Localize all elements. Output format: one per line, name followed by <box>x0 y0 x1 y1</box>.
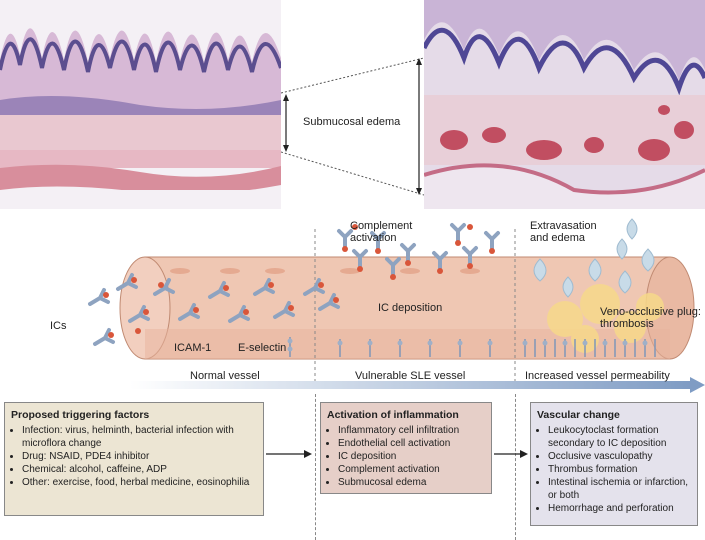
ic-deposition-label: IC deposition <box>378 302 443 314</box>
stage-increased-permeability: Increased vessel permeability <box>525 370 670 382</box>
stage-vulnerable-vessel: Vulnerable SLE vessel <box>355 370 466 382</box>
list-item: Hemorrhage and perforation <box>548 502 691 515</box>
list-item: Occlusive vasculopathy <box>548 450 691 463</box>
divider-right <box>515 394 516 540</box>
list-item: Intestinal ischemia or infarction, or bo… <box>548 476 691 502</box>
list-item: Other: exercise, food, herbal medicine, … <box>22 476 257 489</box>
list-item: Infection: virus, helminth, bacterial in… <box>22 424 257 450</box>
triggering-factors-box: Proposed triggering factors Infection: v… <box>4 402 264 516</box>
histology-normal-image <box>0 0 281 209</box>
divider-left <box>315 394 316 540</box>
list-item: Thrombus formation <box>548 463 691 476</box>
flow-arrow-2 <box>494 450 528 458</box>
triggering-factors-title: Proposed triggering factors <box>11 409 150 421</box>
submucosal-edema-label: Submucosal edema <box>303 116 401 128</box>
vessel-illustration <box>88 218 705 393</box>
list-item: Inflammatory cell infiltration <box>338 424 485 437</box>
list-item: Leukocytoclast formation secondary to IC… <box>548 424 691 450</box>
complement-activation-label: Complement activation <box>350 220 413 244</box>
extravasation-label: Extravasation and edema <box>530 220 597 244</box>
veno-occlusive-label: Veno-occlusive plug: thrombosis <box>600 306 701 330</box>
histology-edema-image <box>424 0 705 209</box>
list-item: Submucosal edema <box>338 476 485 489</box>
inflammation-box: Activation of inflammation Inflammatory … <box>320 402 492 494</box>
edema-annotation-lines <box>281 57 424 196</box>
list-item: Endothelial cell activation <box>338 437 485 450</box>
list-item: Complement activation <box>338 463 485 476</box>
list-item: Chemical: alcohol, caffeine, ADP <box>22 463 257 476</box>
ics-label: ICs <box>50 320 67 332</box>
icam1-label: ICAM-1 <box>174 342 212 354</box>
inflammation-title: Activation of inflammation <box>327 409 459 421</box>
list-item: IC deposition <box>338 450 485 463</box>
eselectin-label: E-selectin <box>238 342 287 354</box>
stage-normal-vessel: Normal vessel <box>190 370 260 382</box>
list-item: Drug: NSAID, PDE4 inhibitor <box>22 450 257 463</box>
flow-arrow-1 <box>266 450 312 458</box>
vascular-change-box: Vascular change Leukocytoclast formation… <box>530 402 698 526</box>
vascular-change-title: Vascular change <box>537 409 620 421</box>
